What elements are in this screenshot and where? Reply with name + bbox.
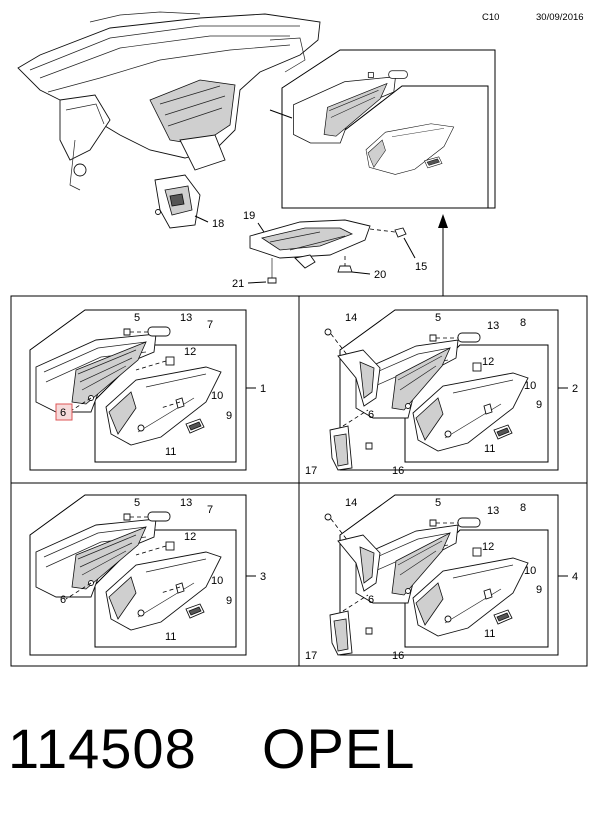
callout-15: 15 bbox=[415, 261, 427, 273]
callout-9: 9 bbox=[226, 410, 232, 422]
callout-19: 19 bbox=[243, 210, 255, 222]
callout-5: 5 bbox=[435, 312, 441, 324]
callout-17: 17 bbox=[305, 650, 317, 662]
variant-2-cell: 14 5 13 8 12 10 9 11 6 17 16 2 bbox=[305, 309, 578, 477]
callout-12: 12 bbox=[482, 541, 494, 553]
variant-4-cell: 14 5 13 8 12 10 9 11 6 17 16 4 bbox=[305, 494, 578, 662]
callout-11: 11 bbox=[165, 631, 176, 643]
arrow-up-icon bbox=[438, 214, 448, 296]
callout-16: 16 bbox=[392, 650, 404, 662]
callout-10: 10 bbox=[524, 380, 536, 392]
callout-5: 5 bbox=[435, 497, 441, 509]
variant-3-cell: 6 5 13 7 12 10 9 11 3 bbox=[29, 494, 266, 656]
part-number: 114508 bbox=[8, 717, 197, 780]
callout-18: 18 bbox=[212, 218, 224, 230]
callout-14: 14 bbox=[345, 497, 357, 509]
variant-2-number: 2 bbox=[572, 383, 578, 395]
callout-14: 14 bbox=[345, 312, 357, 324]
callout-12: 12 bbox=[184, 346, 196, 358]
part-19-tray bbox=[249, 219, 371, 269]
callout-12: 12 bbox=[184, 531, 196, 543]
callout-13: 13 bbox=[487, 505, 499, 517]
variant-1-cell: 6 5 13 7 12 10 9 11 1 bbox=[29, 309, 266, 471]
callout-13: 13 bbox=[487, 320, 499, 332]
callout-9: 9 bbox=[536, 584, 542, 596]
callout-11: 11 bbox=[165, 446, 176, 458]
callout-16: 16 bbox=[392, 465, 404, 477]
detail-inset bbox=[281, 49, 496, 209]
variant-4-number: 4 bbox=[572, 571, 578, 583]
callout-5: 5 bbox=[134, 312, 140, 324]
callout-11: 11 bbox=[484, 628, 495, 640]
callout-12: 12 bbox=[482, 356, 494, 368]
callout-7: 7 bbox=[207, 319, 213, 331]
callout-7: 7 bbox=[207, 504, 213, 516]
callout-11: 11 bbox=[484, 443, 495, 455]
callout-8: 8 bbox=[520, 317, 526, 329]
callout-9: 9 bbox=[226, 595, 232, 607]
highlight-marker bbox=[55, 403, 73, 421]
callout-6: 6 bbox=[368, 409, 374, 421]
callout-13: 13 bbox=[180, 497, 192, 509]
page-code: C10 bbox=[482, 12, 499, 23]
callout-21: 21 bbox=[232, 278, 244, 290]
variant-3-number: 3 bbox=[260, 571, 266, 583]
callout-5: 5 bbox=[134, 497, 140, 509]
callout-10: 10 bbox=[211, 390, 223, 402]
callout-10: 10 bbox=[524, 565, 536, 577]
callout-9: 9 bbox=[536, 399, 542, 411]
page-date: 30/09/2016 bbox=[536, 12, 584, 23]
variant-1-number: 1 bbox=[260, 383, 266, 395]
part-20-clip bbox=[337, 256, 371, 275]
callout-20: 20 bbox=[374, 269, 386, 281]
callout-13: 13 bbox=[180, 312, 192, 324]
dashboard-overview: 18 19 15 20 21 bbox=[17, 11, 427, 290]
callout-6: 6 bbox=[60, 594, 66, 606]
callout-6: 6 bbox=[368, 594, 374, 606]
brand-name: OPEL bbox=[262, 717, 415, 780]
variant-grid bbox=[10, 295, 588, 667]
callout-8: 8 bbox=[520, 502, 526, 514]
callout-10: 10 bbox=[211, 575, 223, 587]
part-18-bracket bbox=[154, 174, 209, 229]
part-15-screw bbox=[369, 227, 416, 259]
part-21-screw bbox=[247, 258, 277, 284]
callout-6: 6 bbox=[60, 407, 66, 419]
callout-17: 17 bbox=[305, 465, 317, 477]
